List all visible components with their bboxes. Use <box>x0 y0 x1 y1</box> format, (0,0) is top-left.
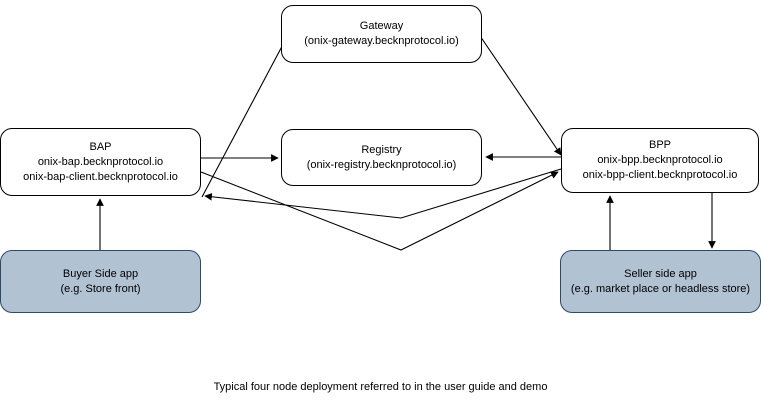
node-seller-title: Seller side app <box>624 267 697 280</box>
node-bpp-extra: onix-bpp-client.becknprotocol.io <box>582 169 738 181</box>
node-gateway[interactable]: Gateway (onix-gateway.becknprotocol.io) <box>281 5 482 63</box>
node-bpp-title: BPP <box>648 139 671 151</box>
diagram-caption: Typical four node deployment referred to… <box>213 381 548 393</box>
edge-bap-to-gateway <box>201 34 289 198</box>
node-bap-title: BAP <box>89 140 112 153</box>
node-bap[interactable]: BAP onix-bap.becknprotocol.io onix-bap-c… <box>0 128 201 196</box>
node-buyer-side-app[interactable]: Buyer Side app (e.g. Store front) <box>0 250 201 313</box>
node-registry[interactable]: Registry (onix-registry.becknprotocol.io… <box>281 129 482 186</box>
node-gateway-subtitle: (onix-gateway.becknprotocol.io) <box>304 35 459 47</box>
node-bpp[interactable]: BPP onix-bpp.becknprotocol.io onix-bpp-c… <box>561 128 759 193</box>
node-registry-subtitle: (onix-registry.becknprotocol.io) <box>306 158 457 171</box>
node-registry-title: Registry <box>361 143 402 156</box>
node-bpp-subtitle: onix-bpp.becknprotocol.io <box>597 154 723 166</box>
node-bap-subtitle: onix-bap.becknprotocol.io <box>37 155 164 168</box>
node-gateway-title: Gateway <box>359 20 404 32</box>
edge-gateway-to-bpp <box>475 29 562 156</box>
node-buyer-subtitle: (e.g. Store front) <box>60 282 141 295</box>
node-seller-side-app[interactable]: Seller side app (e.g. market place or he… <box>560 250 761 313</box>
node-seller-subtitle: (e.g. market place or headless store) <box>570 282 751 295</box>
node-bap-extra: onix-bap-client.becknprotocol.io <box>23 170 178 183</box>
node-buyer-title: Buyer Side app <box>62 267 139 280</box>
